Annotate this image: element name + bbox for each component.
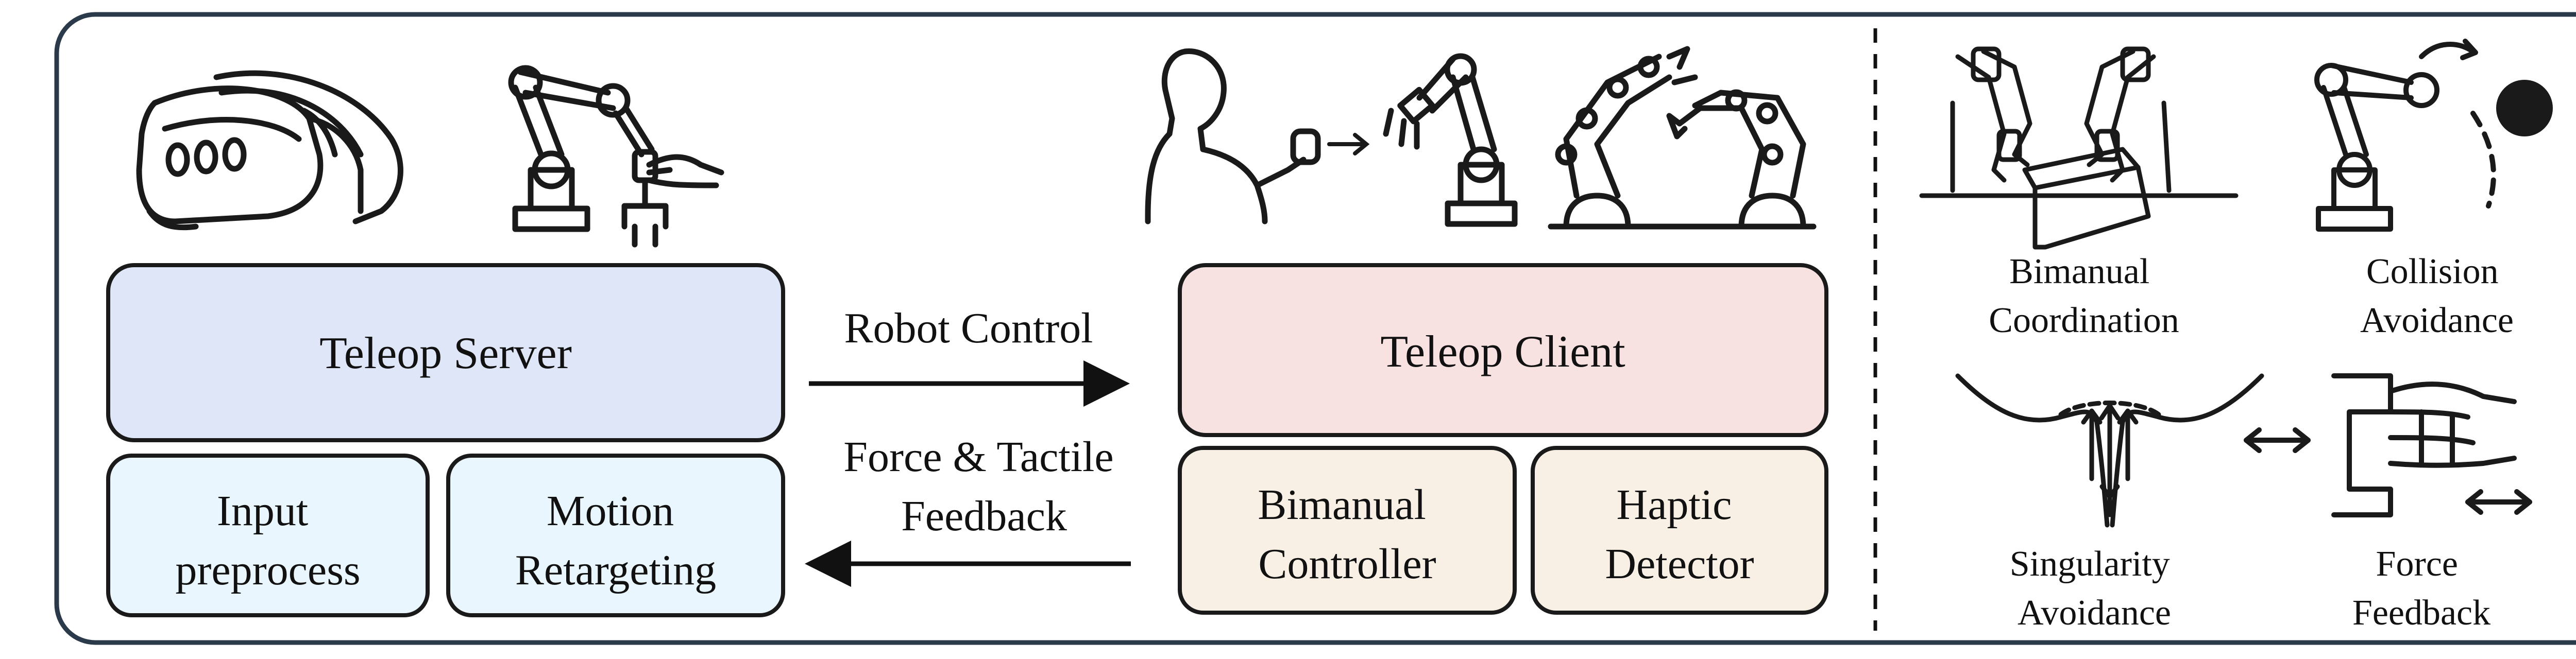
motion-retargeting-box [446,454,785,617]
force-feedback-label: Force Feedback [2352,544,2490,633]
bimanual-controller-box [1178,446,1517,615]
robot-arm-with-hand-icon [508,65,724,248]
input-preprocess-box [106,454,430,617]
force-tactile-label: Force & Tactile Feedback [843,433,1124,540]
haptic-detector-label: Haptic Detector [1605,481,1754,588]
singularity-funnel-icon [1955,373,2264,528]
teleop-client-box [1178,263,1828,437]
force-hand-icon [2244,373,2532,517]
teleop-server-box [106,263,785,442]
transfer-arrow-icon [1327,133,1370,155]
teleop-server-title: Teleop Server [319,328,572,378]
robot-arm-icon [1383,53,1518,227]
teleop-client-title: Teleop Client [1380,327,1625,377]
singularity-avoidance-label: Singularity Avoidance [2010,544,2179,633]
robot-control-label: Robot Control [844,304,1093,352]
input-preprocess-label: Input preprocess [175,487,360,594]
vr-headset-icon [136,70,403,231]
human-icon [1145,48,1321,224]
bimanual-controller-label: Bimanual Controller [1258,481,1437,588]
haptic-detector-box [1531,446,1828,615]
motion-retargeting-label: Motion Retargeting [515,487,716,594]
bimanual-box-icon [1919,46,2239,250]
collision-ball-icon [2314,39,2496,232]
collision-avoidance-label: Collision Avoidance [2360,252,2514,340]
obstacle-ball-icon [2496,80,2553,136]
dual-arm-robot-icon [1548,46,1817,230]
bimanual-coordination-label: Bimanual Coordination [1989,252,2179,340]
